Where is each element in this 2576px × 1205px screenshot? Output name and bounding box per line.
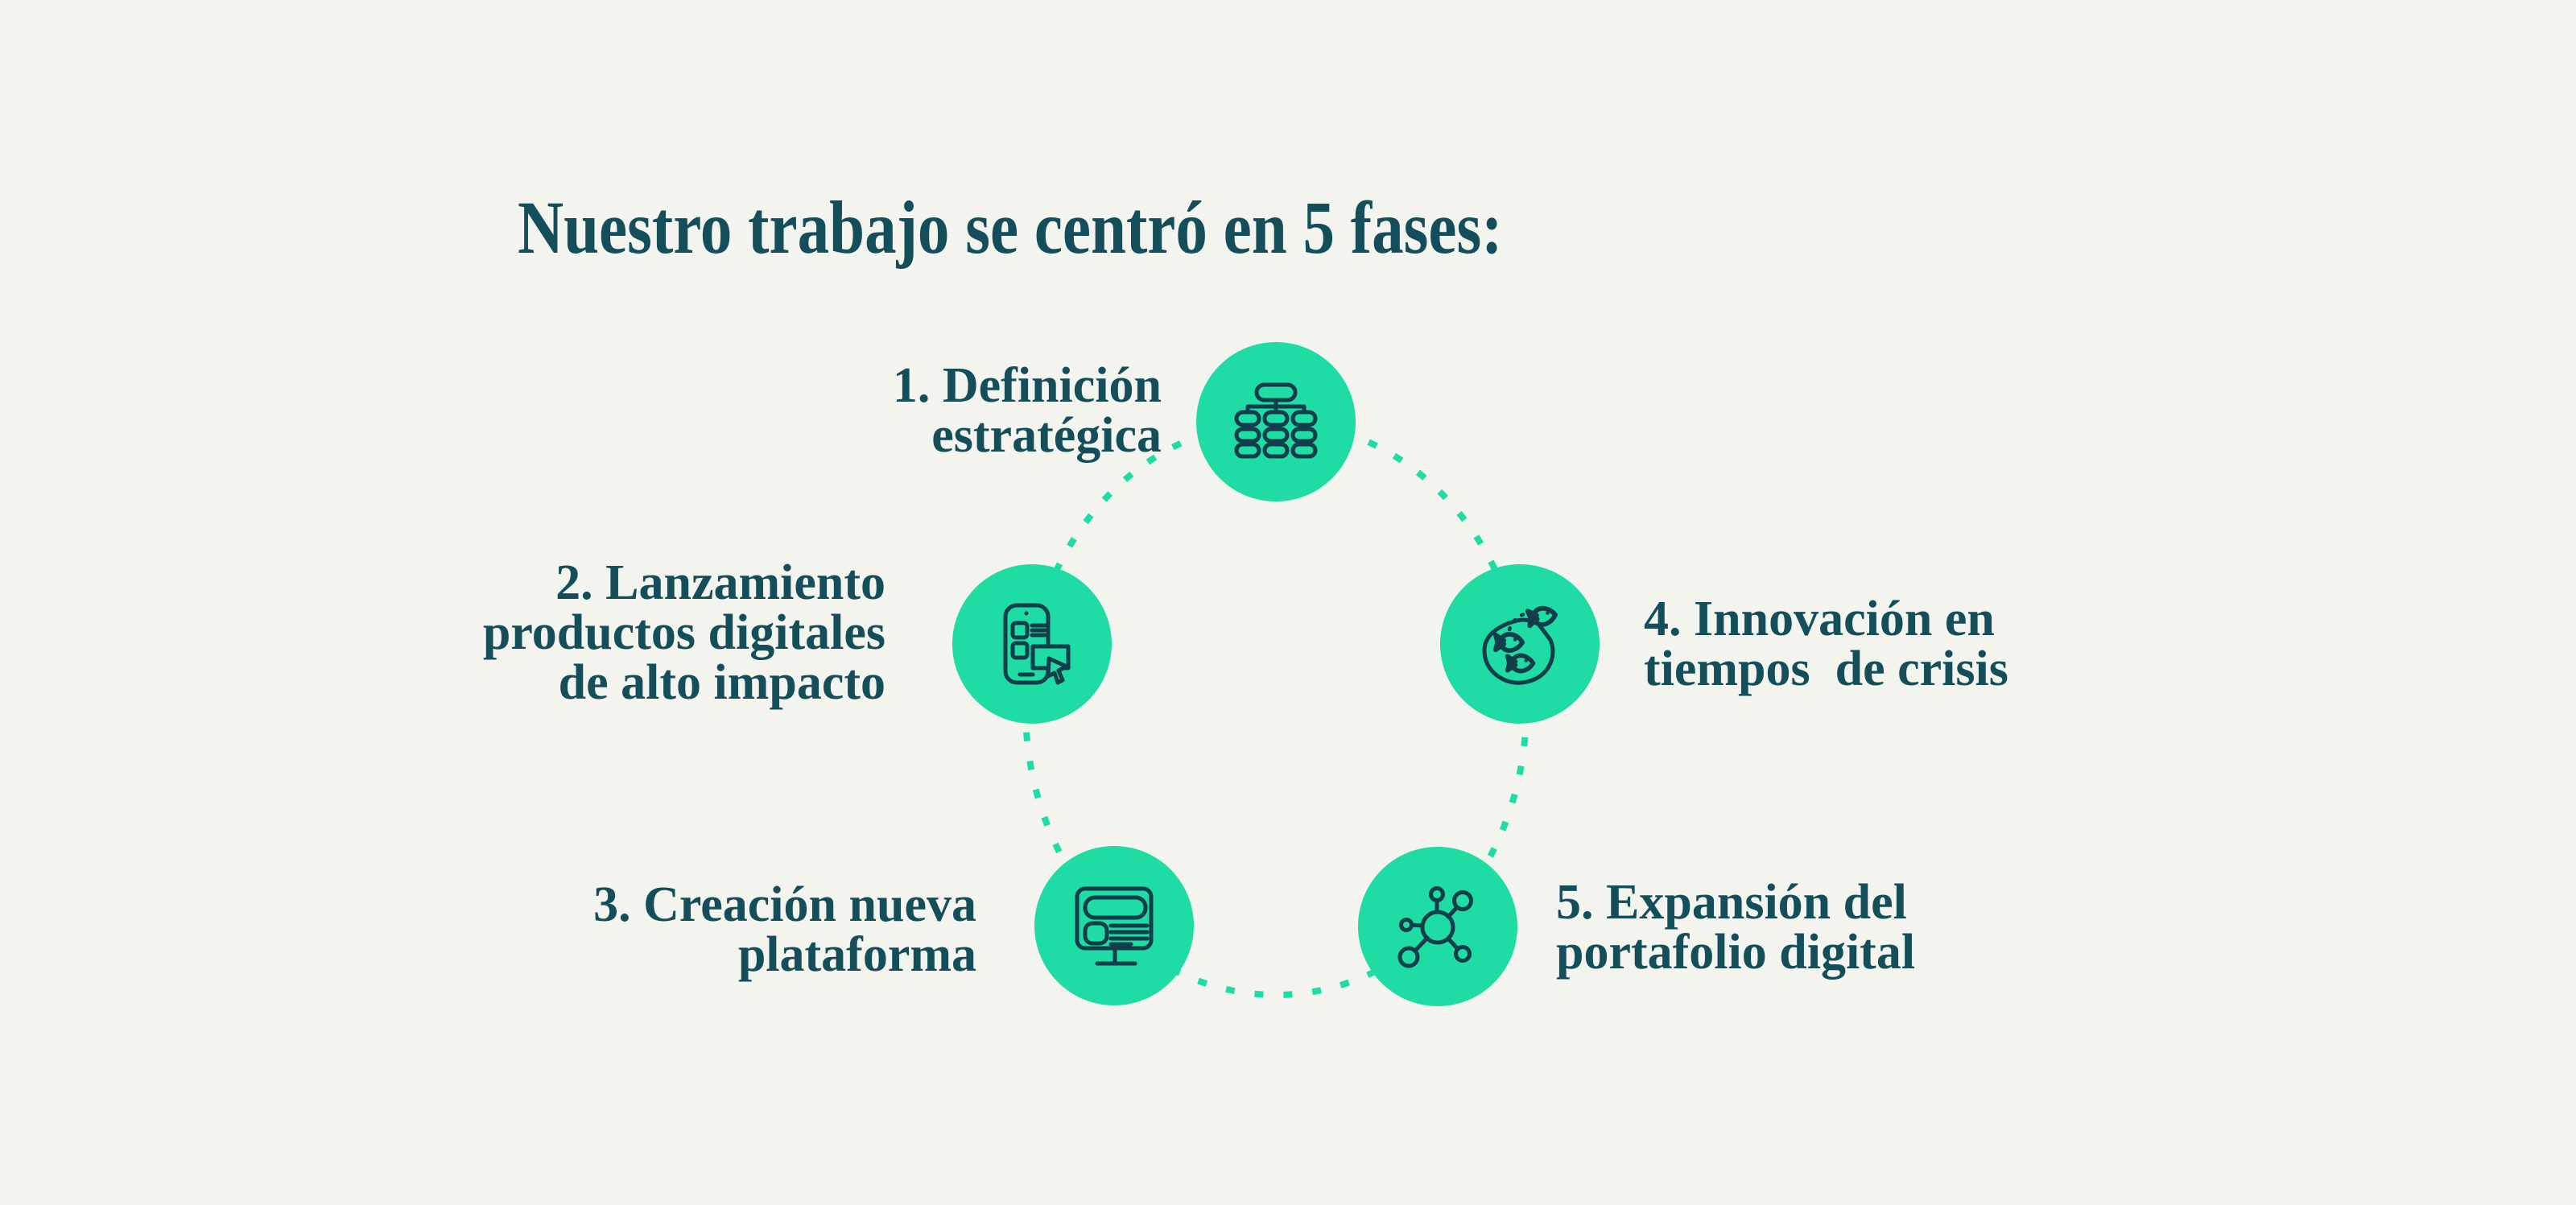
mobile-app-cursor-icon [1003,603,1071,685]
page-title: Nuestro trabajo se centró en 5 fases: [518,187,1503,270]
phase-5-label: 5. Expansión del portafolio digital [1556,875,1916,980]
phase-4-label: 4. Innovación en tiempos de crisis [1644,592,2008,696]
phase-5-circle [1358,847,1517,1006]
phase-3-circle [1034,846,1194,1005]
phase-1-circle [1196,342,1356,501]
phase-1-label: 1. Definición estratégica [892,358,1162,463]
phase-3-label: 3. Creación nueva plataforma [593,877,976,982]
phase-4-circle [1440,564,1600,724]
phase-2-circle [952,564,1112,724]
network-nodes-icon [1397,886,1473,968]
org-chart-icon [1234,382,1318,459]
platform-monitor-icon [1075,886,1154,966]
fishbowl-fish-icon [1482,607,1556,685]
phase-2-label: 2. Lanzamiento productos digitales de al… [482,555,886,710]
